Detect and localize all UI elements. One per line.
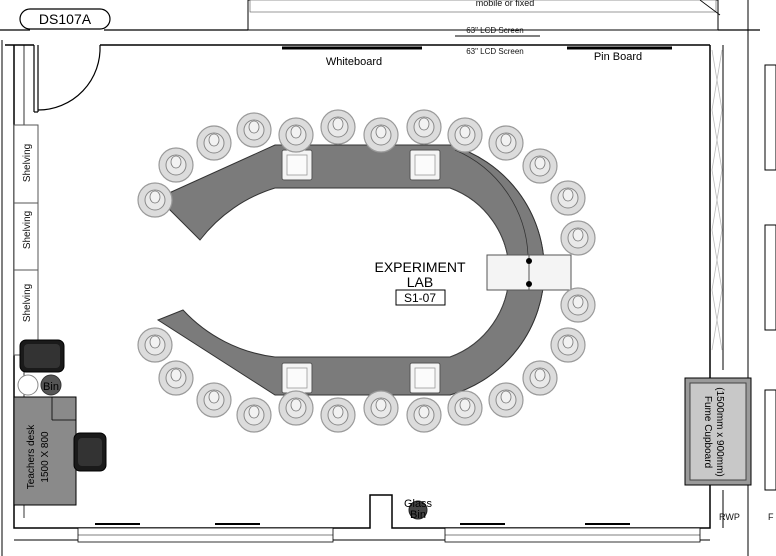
whiteboard-label: Whiteboard — [326, 56, 382, 68]
rwp-label: RWP — [719, 512, 740, 522]
sink-bottom-right — [409, 362, 441, 394]
fume-cupboard-line2: (1500mm x 900mm) — [714, 387, 725, 476]
pin-board: Pin Board — [567, 46, 672, 63]
lcd-label-upper: 63" LCD Screen — [466, 26, 524, 35]
whiteboard: Whiteboard — [282, 46, 422, 68]
sink-top-right — [409, 149, 441, 181]
sink-bottom-left — [281, 362, 313, 394]
entrance-door — [33, 44, 101, 113]
sink-top-left — [281, 149, 313, 181]
room-title-line2: LAB — [407, 274, 433, 290]
teachers-desk-line1: Teachers desk — [26, 424, 37, 489]
shelving-label-2: Shelving — [22, 211, 33, 249]
glass-bin-line2: Bin — [410, 509, 426, 521]
bin-area: Bin — [17, 339, 65, 396]
bin-label: Bin — [43, 381, 59, 393]
lab-bench — [156, 144, 545, 396]
shelving-unit: Shelving Shelving Shelving — [13, 124, 39, 356]
pin-board-label: Pin Board — [594, 51, 642, 63]
fume-cupboard: Fume Cupboard (1500mm x 900mm) — [684, 377, 752, 486]
edge-letter: F — [768, 512, 774, 522]
room-tag-text: DS107A — [39, 11, 92, 27]
fume-cupboard-line1: Fume Cupboard — [702, 396, 713, 468]
right-wall-detail — [711, 49, 723, 351]
glass-bin-line1: Glass — [404, 498, 433, 510]
room-code: S1-07 — [404, 291, 436, 305]
room-title: EXPERIMENT LAB S1-07 — [374, 259, 466, 306]
room-title-line1: EXPERIMENT — [374, 259, 465, 275]
glass-bin: Glass Bin — [404, 498, 433, 521]
room-tag: DS107A — [19, 8, 111, 30]
mobile-label: mobile or fixed — [476, 0, 535, 8]
top-strip: mobile or fixed 63" LCD Screen 63" LCD S… — [247, 0, 719, 56]
shelving-label-3: Shelving — [22, 284, 33, 322]
teachers-desk-line2: 1500 X 800 — [40, 431, 51, 483]
teachers-desk: Teachers desk 1500 X 800 — [13, 396, 107, 506]
sink-units — [281, 149, 572, 394]
lcd-label-lower: 63" LCD Screen — [466, 47, 524, 56]
shelving-label-1: Shelving — [22, 144, 33, 182]
